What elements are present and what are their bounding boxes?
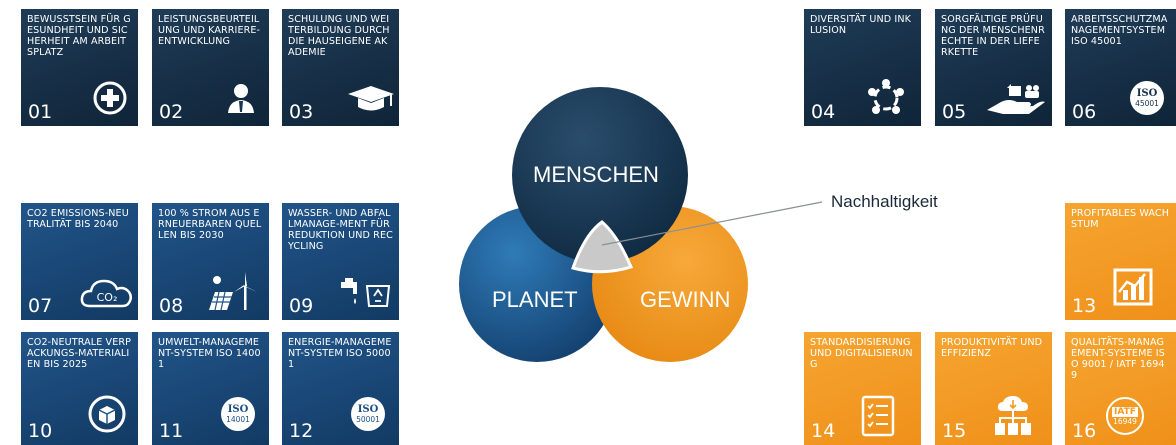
badge-text: ISO — [1136, 87, 1158, 99]
cloud-network-icon — [992, 395, 1034, 437]
people-circle-icon — [865, 77, 907, 119]
badge-text: ISO — [227, 403, 249, 415]
tile-04: DIVERSITÄT UND INKLUSION 04 — [804, 9, 921, 126]
iso-badge-icon: ISO 50001 — [347, 393, 389, 435]
tile-number: 07 — [28, 295, 53, 317]
callout-line — [601, 201, 823, 246]
tile-number: 10 — [28, 420, 53, 442]
tile-number: 14 — [811, 420, 836, 442]
tile-07: CO2 EMISSIONS-NEUTRALITÄT BIS 2040 07 CO… — [21, 203, 138, 320]
iso-badge-icon: ISO 14001 — [217, 393, 259, 435]
tile-number: 05 — [942, 101, 967, 123]
growth-chart-icon — [1112, 266, 1154, 308]
tile-02: LEISTUNGSBEURTEILUNG UND KARRIERE-ENTWIC… — [152, 9, 269, 126]
health-plus-icon — [89, 77, 131, 119]
nachhaltigkeit-label: Nachhaltigkeit — [831, 192, 938, 211]
supply-chain-hand-icon — [984, 77, 1048, 119]
overlap-center — [571, 220, 634, 274]
tile-title: SORGFÄLTIGE PRÜFUNG DER MENSCHENRECHTE I… — [941, 14, 1045, 58]
tile-title: ENERGIE-MANAGEMENT-SYSTEM ISO 50001 — [288, 337, 392, 370]
tile-number: 04 — [811, 101, 836, 123]
tile-number: 02 — [159, 101, 184, 123]
co2-label: CO₂ — [96, 290, 118, 304]
tile-title: QUALITÄTS-MANAGEMENT-SYSTEME ISO 9001 / … — [1071, 337, 1165, 381]
tile-number: 16 — [1072, 420, 1097, 442]
checklist-icon — [857, 395, 899, 437]
tile-title: STANDARDISIERUNG UND DIGITALISIERUNG — [810, 337, 913, 370]
tile-10: CO2-NEUTRALE VERPACKUNGS-MATERIALIEN BIS… — [21, 332, 138, 445]
water-recycling-icon — [337, 271, 393, 313]
tile-title: ARBEITSSCHUTZMANAGEMENTSYSTEM ISO 45001 — [1071, 14, 1168, 47]
tile-number: 09 — [289, 295, 314, 317]
tile-title: PRODUKTIVITÄT UND EFFIZIENZ — [941, 337, 1043, 359]
tile-number: 01 — [28, 101, 53, 123]
tile-11: UMWELT-MANAGEMENT-SYSTEM ISO 14001 11 IS… — [152, 332, 269, 445]
tile-number: 03 — [289, 101, 314, 123]
gewinn-circle — [592, 206, 748, 362]
tile-number: 08 — [159, 295, 184, 317]
badge-number: 50001 — [356, 414, 380, 424]
co2-cloud-icon: CO₂ — [80, 271, 134, 313]
tile-05: SORGFÄLTIGE PRÜFUNG DER MENSCHENRECHTE I… — [935, 9, 1052, 126]
badge-number: 14001 — [226, 414, 250, 424]
recycle-box-icon — [86, 393, 128, 435]
iatf-badge-icon: IATF 16949 — [1104, 395, 1146, 437]
tile-title: WASSER- UND ABFALLMANAGE-MENT FÜR REDUKT… — [288, 208, 393, 252]
iso-badge-icon: ISO 45001 — [1126, 77, 1168, 119]
tile-14: STANDARDISIERUNG UND DIGITALISIERUNG 14 — [804, 332, 921, 445]
tile-title: LEISTUNGSBEURTEILUNG UND KARRIERE-ENTWIC… — [158, 14, 261, 47]
tile-03: SCHULUNG UND WEITERBILDUNG DURCH DIE HAU… — [282, 9, 399, 126]
tile-number: 12 — [289, 420, 314, 442]
tile-title: CO2 EMISSIONS-NEUTRALITÄT BIS 2040 — [27, 208, 129, 230]
planet-circle — [459, 206, 615, 362]
tile-12: ENERGIE-MANAGEMENT-SYSTEM ISO 50001 12 I… — [282, 332, 399, 445]
gewinn-label: GEWINN — [640, 287, 731, 312]
tile-01: BEWUSSTSEIN FÜR GESUNDHEIT UND SICHERHEI… — [21, 9, 138, 126]
tile-number: 11 — [159, 420, 184, 442]
tile-number: 15 — [942, 420, 967, 442]
badge-text: ISO — [357, 403, 379, 415]
tile-title: SCHULUNG UND WEITERBILDUNG DURCH DIE HAU… — [288, 14, 390, 58]
tile-06: ARBEITSSCHUTZMANAGEMENTSYSTEM ISO 45001 … — [1065, 9, 1176, 126]
tile-number: 13 — [1072, 295, 1097, 317]
badge-text: IATF — [1112, 406, 1138, 417]
badge-number: 16949 — [1113, 416, 1137, 426]
menschen-label: MENSCHEN — [533, 162, 659, 187]
tile-title: 100 % STROM AUS ERNEUERBAREN QUELLEN BIS… — [158, 208, 262, 241]
tile-15: PRODUKTIVITÄT UND EFFIZIENZ 15 — [935, 332, 1052, 445]
tile-title: BEWUSSTSEIN FÜR GESUNDHEIT UND SICHERHEI… — [27, 14, 131, 58]
tile-title: DIVERSITÄT UND INKLUSION — [810, 14, 912, 36]
graduation-cap-icon — [345, 77, 397, 119]
tile-title: UMWELT-MANAGEMENT-SYSTEM ISO 14001 — [158, 337, 261, 370]
tile-09: WASSER- UND ABFALLMANAGE-MENT FÜR REDUKT… — [282, 203, 399, 320]
solar-wind-icon — [203, 271, 263, 313]
tile-number: 06 — [1072, 101, 1097, 123]
tile-08: 100 % STROM AUS ERNEUERBAREN QUELLEN BIS… — [152, 203, 269, 320]
tile-title: CO2-NEUTRALE VERPACKUNGS-MATERIALIEN BIS… — [27, 337, 132, 370]
planet-label: PLANET — [492, 287, 578, 312]
badge-number: 45001 — [1135, 98, 1159, 108]
tile-13: PROFITABLES WACHSTUM 13 — [1065, 203, 1176, 320]
tile-title: PROFITABLES WACHSTUM — [1071, 208, 1170, 230]
employee-icon — [220, 77, 262, 119]
tile-16: QUALITÄTS-MANAGEMENT-SYSTEME ISO 9001 / … — [1065, 332, 1176, 445]
